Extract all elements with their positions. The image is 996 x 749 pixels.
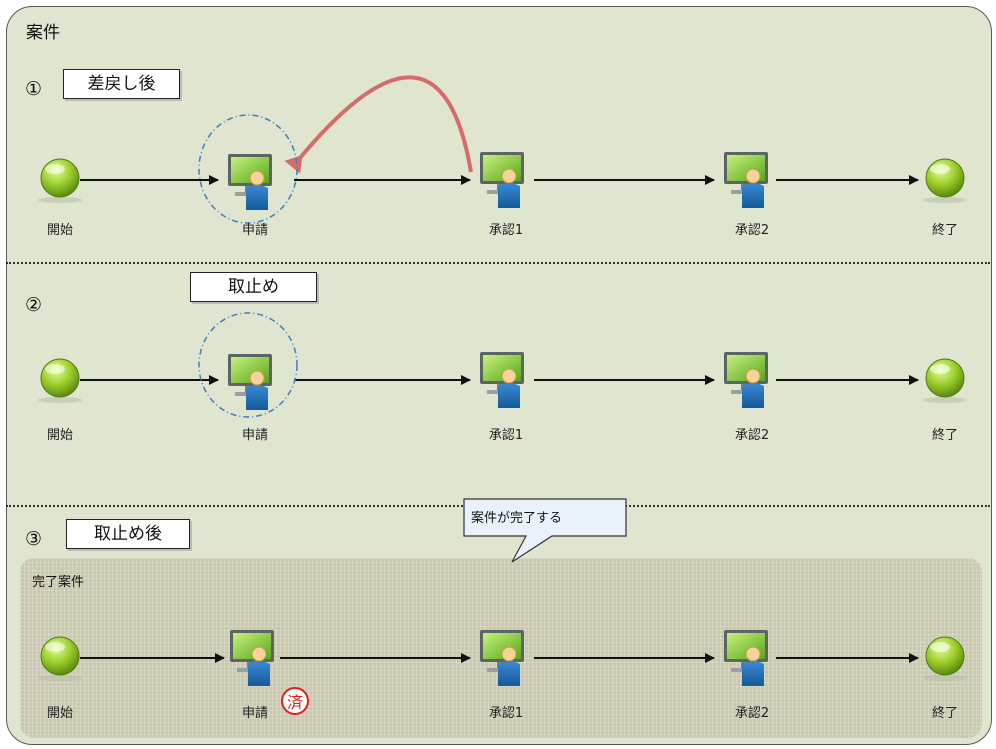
node-label-apply: 申請 [241, 223, 268, 238]
node-label-apply: 申請 [241, 706, 268, 721]
node-label-approve2: 承認2 [734, 428, 770, 443]
node-label-approve1: 承認1 [488, 428, 524, 443]
node-label-approve1: 承認1 [488, 223, 524, 238]
section-3-number: ③ [25, 528, 43, 550]
node-label-approve2: 承認2 [734, 223, 770, 238]
node-label-start: 開始 [46, 428, 73, 443]
section-2-number: ② [25, 294, 43, 316]
node-label-apply: 申請 [241, 428, 268, 443]
completed-stamp: 済 [281, 687, 309, 715]
section-3-label: 取止め後 [66, 519, 190, 549]
section-1-label: 差戻し後 [63, 69, 180, 99]
section-divider-1 [6, 262, 990, 264]
case-title: 案件 [26, 23, 60, 43]
section-1-number: ① [25, 78, 43, 100]
node-label-end: 終了 [931, 706, 958, 721]
node-label-end: 終了 [931, 223, 958, 238]
section-2-label: 取止め [190, 272, 317, 302]
completed-case-title: 完了案件 [32, 575, 85, 590]
node-label-start: 開始 [46, 706, 73, 721]
callout-text: 案件が完了する [471, 511, 563, 526]
node-label-start: 開始 [46, 223, 73, 238]
node-label-end: 終了 [931, 428, 958, 443]
node-label-approve2: 承認2 [734, 706, 770, 721]
node-label-approve1: 承認1 [488, 706, 524, 721]
